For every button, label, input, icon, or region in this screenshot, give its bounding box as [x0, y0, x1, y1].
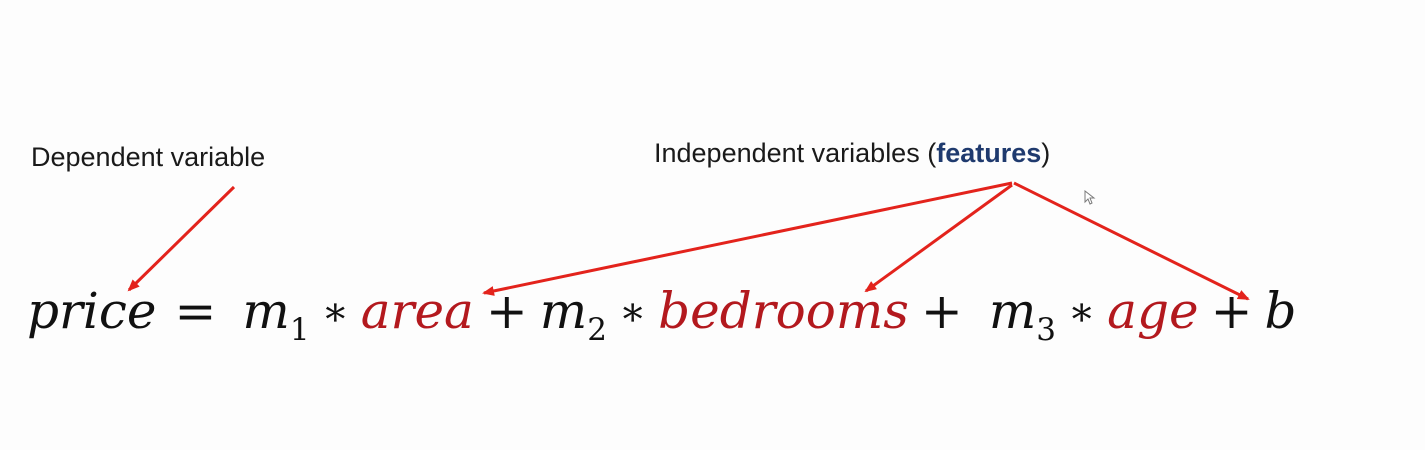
coefficient-m3: m3 — [988, 282, 1056, 348]
features-keyword: features — [936, 138, 1042, 168]
independent-label-prefix: Independent variables ( — [654, 138, 937, 168]
multiply-sign-3: ∗ — [1067, 289, 1096, 335]
feature-area: area — [360, 282, 474, 340]
dependent-variable-label: Dependent variable — [31, 142, 266, 172]
feature-bedrooms: bedrooms — [658, 282, 909, 340]
coefficient-m2: m2 — [539, 282, 607, 348]
intercept-b: b — [1264, 282, 1297, 340]
multiply-sign-2: ∗ — [618, 289, 647, 335]
plus-sign-2: + — [920, 282, 963, 340]
arrow-features-to-age — [1013, 181, 1250, 301]
plus-sign-1: + — [485, 282, 528, 340]
arrow-dependent-to-price — [127, 185, 236, 292]
arrow-features-to-bedrooms — [864, 183, 1013, 293]
arrow-features-to-area — [482, 181, 1013, 296]
independent-variables-label: Independent variables (features) — [654, 138, 1050, 169]
plus-sign-3: + — [1210, 282, 1253, 340]
regression-equation: price=m1∗area+m2∗bedrooms+m3∗age+b — [27, 282, 1297, 348]
coefficient-m1: m1 — [242, 282, 310, 348]
multiply-sign-1: ∗ — [321, 289, 349, 335]
mouse-pointer-icon — [1084, 190, 1096, 205]
equals-sign: = — [174, 282, 217, 340]
independent-label-suffix: ) — [1041, 138, 1051, 168]
price-variable: price — [27, 282, 157, 340]
feature-age: age — [1107, 282, 1199, 340]
